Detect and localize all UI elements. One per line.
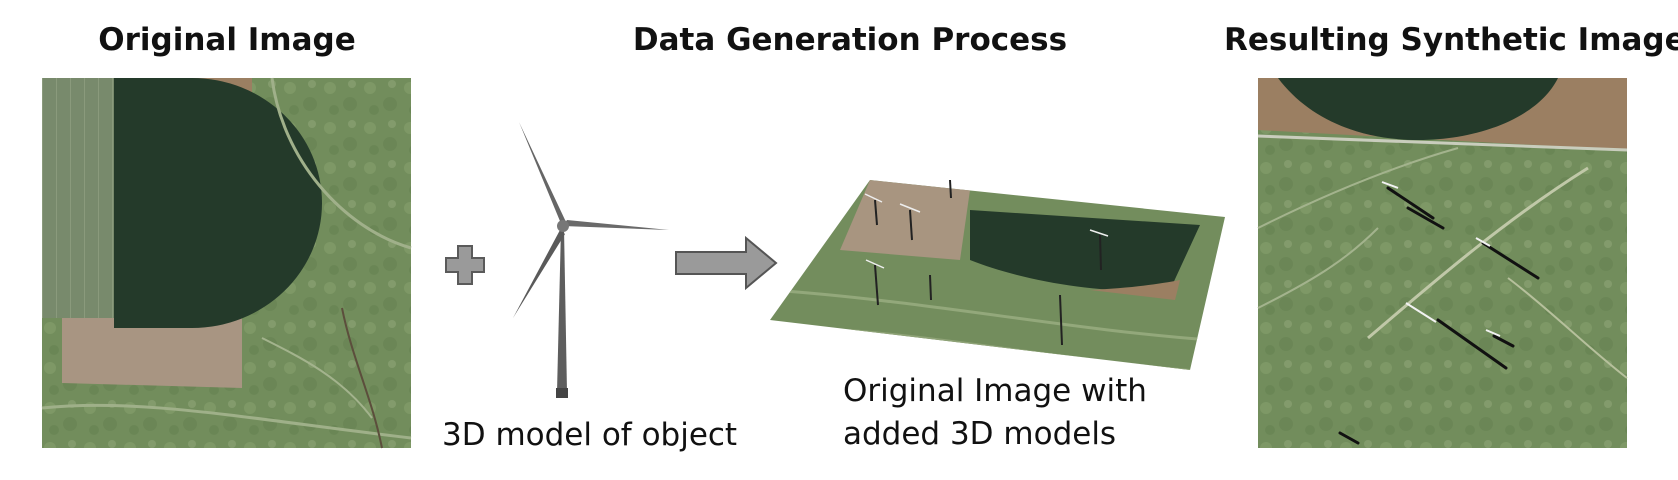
augmented-perspective-image xyxy=(770,179,1225,370)
original-aerial-image xyxy=(41,77,412,449)
augmented-caption: Original Image with added 3D models xyxy=(843,370,1147,456)
right-arrow-icon xyxy=(675,235,778,291)
original-image-heading: Original Image xyxy=(98,22,356,58)
data-generation-process-heading: Data Generation Process xyxy=(632,22,1068,58)
model-caption: 3D model of object xyxy=(442,417,738,453)
augmented-caption-line-2: added 3D models xyxy=(843,416,1117,452)
synthetic-result-image xyxy=(1257,78,1628,448)
plus-icon xyxy=(445,245,485,285)
wind-turbine-model xyxy=(513,122,669,398)
augmented-caption-line-1: Original Image with xyxy=(843,373,1147,409)
resulting-synthetic-image-heading: Resulting Synthetic Image xyxy=(1224,22,1678,58)
